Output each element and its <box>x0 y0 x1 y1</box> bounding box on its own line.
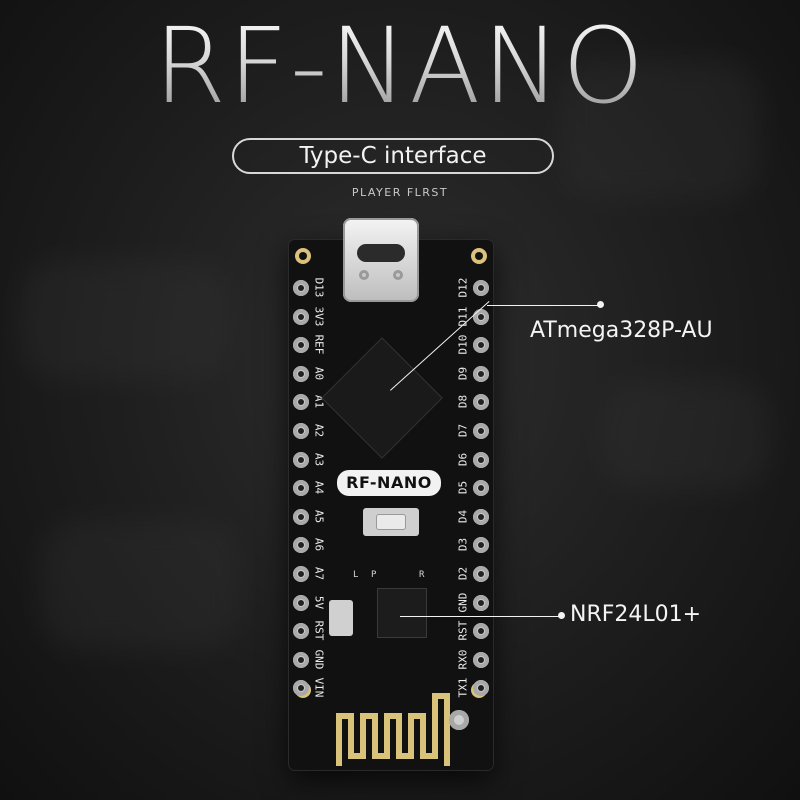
subtitle: PLAYER FLRST <box>351 186 449 199</box>
pin-header-icon <box>293 365 309 382</box>
silk-label: L <box>353 570 359 580</box>
pin-header-icon <box>293 308 309 325</box>
callout-dot-icon <box>597 301 604 308</box>
pin-header-icon <box>293 423 309 439</box>
mount-hole-icon <box>295 248 311 264</box>
pin-header-icon <box>473 337 489 354</box>
pin-header-icon <box>473 651 489 668</box>
pin-header-icon <box>473 680 489 697</box>
blurred-component <box>40 520 240 650</box>
pin-header-icon <box>473 594 489 611</box>
pin-header-icon <box>473 451 489 468</box>
pin-header-icon <box>293 594 309 611</box>
callout-dot-icon <box>558 612 565 619</box>
atmega328p-chip <box>321 337 443 459</box>
solder-pad <box>393 270 403 280</box>
pin-header-icon <box>293 280 309 296</box>
blurred-component <box>560 60 760 200</box>
mcu-callout: ATmega328P-AU <box>530 318 713 343</box>
pin-header-icon <box>473 537 489 554</box>
pin-header-icon <box>293 508 309 525</box>
pin-header-icon <box>473 308 489 325</box>
silk-label: P <box>371 570 377 580</box>
solder-pad <box>359 270 369 280</box>
pin-header-icon <box>293 651 309 668</box>
pin-header-icon <box>473 508 489 525</box>
pin-header-icon <box>293 451 309 468</box>
nrf24l01-chip <box>377 588 427 638</box>
usb-c-connector <box>343 218 419 302</box>
reset-button <box>363 508 419 536</box>
callout-line <box>400 616 560 617</box>
pin-header-icon <box>473 365 489 382</box>
crystal-oscillator <box>329 600 353 636</box>
pin-header-icon <box>473 394 489 411</box>
callout-line <box>487 305 599 306</box>
mount-hole-icon <box>471 248 487 264</box>
pin-header-icon <box>293 623 309 640</box>
pin-header-icon <box>293 680 309 697</box>
interface-label: Type-C interface <box>232 138 554 174</box>
board-logo: RF-NANO <box>337 470 441 496</box>
pin-header-icon <box>473 566 489 582</box>
pin-header-icon <box>293 337 309 354</box>
page-title: RF-NANO <box>0 6 800 126</box>
blurred-component <box>20 260 230 380</box>
pin-header-icon <box>293 394 309 411</box>
silk-label: R <box>419 570 425 580</box>
radio-callout: NRF24L01+ <box>570 602 702 627</box>
pin-label: VIN <box>312 677 326 698</box>
pin-header-icon <box>293 537 309 554</box>
pin-header-icon <box>473 480 489 497</box>
pcb-antenna-icon <box>336 693 450 766</box>
pin-header-icon <box>293 480 309 497</box>
usb-c-port <box>357 244 405 262</box>
pin-header-icon <box>293 566 309 582</box>
pin-header-icon <box>473 280 489 296</box>
blurred-component <box>600 380 770 490</box>
pin-header-icon <box>473 423 489 439</box>
pin-header-icon <box>473 623 489 640</box>
antenna-connector-icon <box>449 710 469 730</box>
